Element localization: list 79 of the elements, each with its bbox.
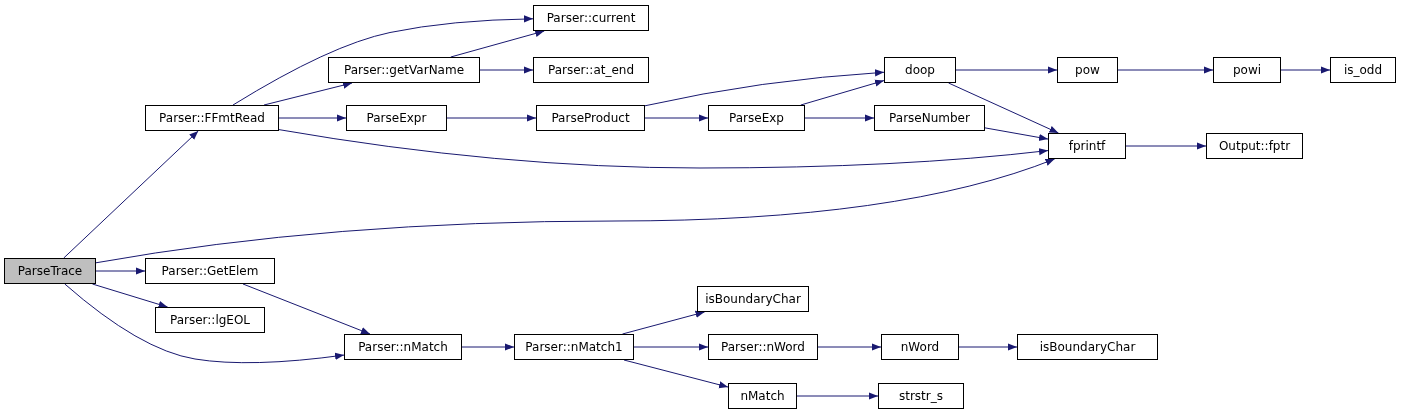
- function-name: Parser::at_end: [547, 63, 635, 77]
- function-box: [4, 258, 96, 284]
- arrow: [91, 283, 169, 308]
- arrow: [1117, 66, 1214, 74]
- function-box: [514, 334, 634, 360]
- arrow: [955, 66, 1058, 74]
- function-name: ParseExpr: [366, 111, 427, 125]
- arrow: [796, 392, 879, 400]
- function-box: [878, 383, 964, 409]
- arrow: [623, 359, 729, 389]
- function-box: [344, 334, 462, 360]
- function-box: [1017, 334, 1158, 360]
- function-name: Parser::current: [546, 11, 636, 25]
- function-name: is_odd: [1343, 63, 1383, 77]
- function-box: [708, 105, 805, 131]
- function-name: doop: [905, 63, 935, 77]
- arrow: [633, 343, 709, 351]
- function-name: Parser::FFmtRead: [159, 111, 265, 125]
- function-box: [1330, 57, 1396, 83]
- arrow: [958, 343, 1018, 351]
- arrow: [95, 267, 146, 275]
- function-name: nMatch: [740, 389, 785, 403]
- arrow: [461, 343, 515, 351]
- arrow: [479, 66, 534, 74]
- arrow: [64, 283, 345, 364]
- function-box: [728, 383, 797, 409]
- function-box: [145, 258, 275, 284]
- function-name: fprintf: [1068, 139, 1106, 153]
- function-name: ParseExp: [729, 111, 784, 125]
- arrow: [232, 15, 534, 106]
- function-box: [1048, 133, 1126, 159]
- arrow: [1125, 142, 1207, 150]
- function-name: pow: [1075, 63, 1100, 77]
- function-box: [697, 286, 809, 312]
- arrow: [63, 130, 199, 259]
- function-name: ParseTrace: [17, 264, 83, 278]
- function-box: [155, 307, 265, 333]
- function-name: strstr_s: [898, 389, 943, 403]
- function-box: [533, 5, 649, 31]
- function-name: isBoundaryChar: [705, 292, 801, 306]
- arrow: [450, 29, 545, 58]
- function-box: [1057, 57, 1118, 83]
- function-name: Parser::lgEOL: [169, 313, 251, 327]
- function-name: Output::fptr: [1218, 139, 1291, 153]
- arrow: [446, 114, 537, 122]
- function-name: ParseNumber: [889, 111, 970, 125]
- arrow: [278, 114, 347, 122]
- function-name: isBoundaryChar: [1039, 340, 1136, 354]
- arrow: [804, 114, 875, 122]
- arrow: [984, 127, 1049, 142]
- function-box: [708, 334, 818, 360]
- arrow: [278, 129, 1049, 169]
- function-box: [145, 105, 279, 131]
- arrow: [948, 82, 1059, 134]
- function-name: nWord: [900, 340, 940, 354]
- arrow: [263, 81, 353, 106]
- function-name: ParseProduct: [551, 111, 630, 125]
- arrow: [95, 158, 1056, 264]
- arrow: [1280, 66, 1331, 74]
- function-name: Parser::nMatch: [358, 340, 448, 354]
- function-box: [536, 105, 645, 131]
- function-box: [881, 334, 959, 360]
- function-name: powi: [1232, 63, 1262, 77]
- function-box: [874, 105, 985, 131]
- function-box: [1213, 57, 1281, 83]
- arrow: [800, 79, 885, 106]
- function-box: [328, 57, 480, 83]
- function-box: [346, 105, 447, 131]
- function-name: Parser::GetElem: [161, 264, 259, 278]
- function-box: [1206, 133, 1303, 159]
- arrow: [644, 114, 709, 122]
- arrow: [817, 343, 882, 351]
- function-box: [884, 57, 956, 83]
- function-name: Parser::nMatch1: [525, 340, 623, 354]
- function-name: Parser::getVarName: [343, 63, 465, 77]
- arrow: [644, 69, 885, 107]
- function-box: [533, 57, 649, 83]
- arrow: [622, 310, 705, 335]
- function-name: Parser::nWord: [721, 340, 805, 354]
